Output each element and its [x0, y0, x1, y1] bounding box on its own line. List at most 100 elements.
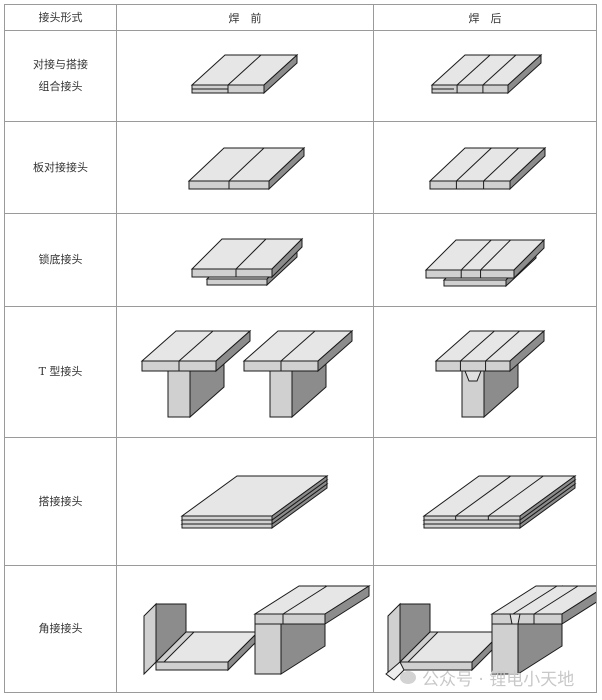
plate-front	[443, 279, 507, 287]
plate-front	[435, 360, 511, 372]
plate-front	[423, 515, 521, 521]
lap-before-figure	[180, 475, 329, 529]
label-line: 对接与搭接	[33, 58, 88, 71]
lap-after-figure	[422, 475, 577, 529]
plate-front	[181, 523, 273, 529]
row-label: 角接接头	[4, 565, 117, 693]
butt-after-figure	[428, 146, 547, 191]
plate-front	[254, 613, 326, 625]
plate-front	[491, 613, 563, 625]
weld-fillet	[464, 370, 482, 382]
seam-line	[227, 54, 262, 86]
seam-line	[456, 54, 491, 86]
header-after-welding: 焊 后	[373, 4, 597, 31]
plate-side	[509, 329, 545, 373]
lock-after-figure	[424, 238, 546, 288]
seam-line	[533, 585, 579, 615]
seam-line	[456, 147, 492, 182]
seam-line	[483, 147, 519, 182]
seam-line	[235, 238, 267, 270]
after-diagram	[373, 121, 597, 214]
seam-line	[280, 330, 316, 362]
table-row: 锁底接头	[4, 213, 597, 307]
corner-before-figure	[143, 585, 371, 676]
seam-line	[488, 475, 544, 517]
corner-seam	[154, 631, 196, 663]
before-diagram	[116, 306, 374, 438]
wechat-icon	[400, 671, 416, 684]
table-row: 角接接头	[4, 565, 597, 693]
plate-front	[423, 523, 521, 529]
after-diagram	[373, 30, 597, 122]
header-before-welding: 焊 前	[116, 4, 374, 31]
seam-line	[485, 330, 520, 362]
butt-before-figure	[187, 146, 306, 191]
seam-line	[282, 585, 328, 615]
web-front	[167, 370, 191, 418]
seam-line	[460, 239, 492, 271]
corner-seam	[398, 631, 440, 663]
header-row: 接头形式 焊 前 焊 后	[4, 4, 597, 31]
plate-side	[271, 237, 303, 279]
row-label: 对接与搭接组合接头	[4, 30, 117, 122]
plate-front	[181, 519, 273, 525]
seam-line	[228, 147, 265, 182]
plate-side	[561, 591, 596, 625]
plate-side	[519, 475, 576, 521]
before-diagram	[116, 565, 374, 693]
plate-side	[271, 475, 328, 521]
joint-table: 接头形式 焊 前 焊 后 对接与搭接组合接头 板对接接头 锁底接头 T 型接头 …	[4, 4, 597, 693]
lock-before-figure	[190, 237, 304, 287]
plate-front	[423, 519, 521, 525]
table-row: 板对接接头	[4, 121, 597, 214]
plate-side	[263, 53, 298, 95]
plate-front	[181, 515, 273, 521]
plate-side	[507, 53, 542, 95]
before-diagram	[116, 213, 374, 307]
after-diagram	[373, 213, 597, 307]
plate-front	[429, 180, 511, 190]
watermark: 公众号 · 锂电小天地	[400, 665, 574, 690]
row-label: T 型接头	[4, 306, 117, 438]
web-front	[269, 370, 293, 418]
after-diagram	[373, 306, 597, 438]
plate-front	[191, 268, 273, 278]
before-diagram	[116, 437, 374, 566]
plate-side	[215, 329, 251, 373]
before-diagram	[116, 30, 374, 122]
seam-line	[460, 330, 495, 362]
after-diagram	[373, 565, 597, 693]
after-diagram	[373, 437, 597, 566]
seam-line	[455, 475, 511, 517]
table-row: 对接与搭接组合接头	[4, 30, 597, 122]
seam-line	[480, 239, 511, 271]
plate-front	[155, 661, 229, 671]
plate-side	[324, 585, 370, 625]
header-joint-form: 接头形式	[4, 4, 117, 31]
tee-after-figure	[434, 329, 546, 419]
weld-bead	[385, 661, 405, 681]
plate-side	[513, 238, 545, 280]
plate-side	[268, 146, 305, 191]
plate-front	[206, 278, 268, 286]
plate-side	[317, 329, 353, 373]
seam-line	[482, 54, 517, 86]
row-label: 锁底接头	[4, 213, 117, 307]
plate-side	[509, 146, 546, 191]
table-row: 搭接接头	[4, 437, 597, 566]
butt-lap-after-figure	[430, 53, 543, 95]
table-row: T 型接头	[4, 306, 597, 438]
watermark-text: 公众号 · 锂电小天地	[422, 670, 575, 690]
row-label: 板对接接头	[4, 121, 117, 214]
row-label: 搭接接头	[4, 437, 117, 566]
corner-after-figure	[385, 585, 596, 681]
plate-front	[425, 269, 515, 279]
seam-line	[512, 585, 558, 615]
vertical-plate-front	[143, 602, 157, 676]
before-diagram	[116, 121, 374, 214]
tee-before-figure	[140, 329, 354, 419]
label-line: 组合接头	[38, 80, 83, 93]
weld-bead	[509, 613, 521, 625]
seam-line	[178, 330, 214, 362]
butt-lap-before-figure	[190, 53, 299, 95]
